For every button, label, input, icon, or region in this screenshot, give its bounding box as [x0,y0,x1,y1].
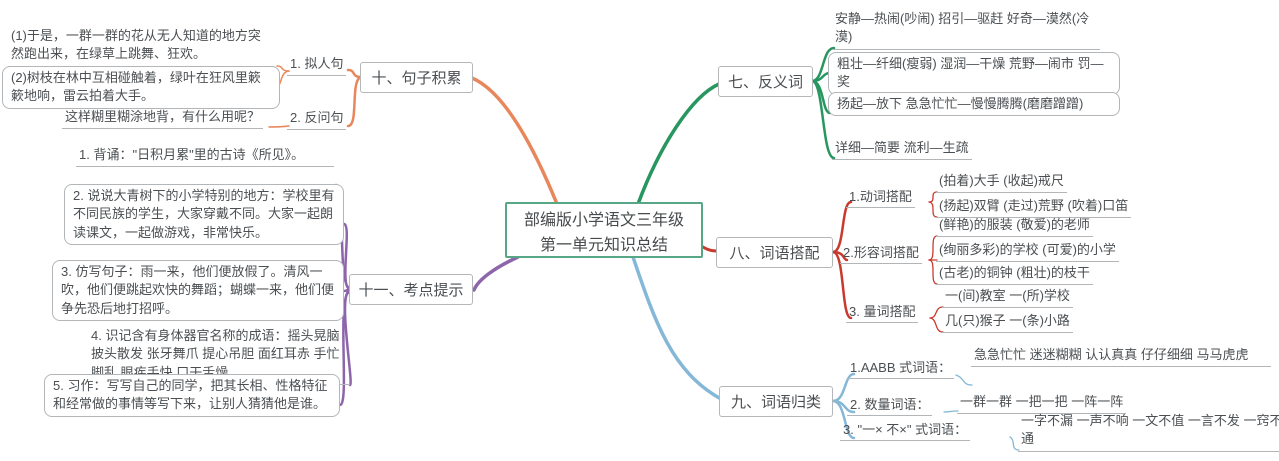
antonym-group-1[interactable]: 安静—热闹(吵闹) 招引—驱赶 好奇—漠然(冷漠) [832,10,1100,50]
exam-point-1[interactable]: 1. 背诵："日积月累"里的古诗《所见》。 [76,146,334,168]
collocation-measure-item-2[interactable]: 几(只)猴子 一(条)小路 [942,312,1073,334]
classification-yi-bu-value[interactable]: 一字不漏 一声不响 一文不值 一言不发 一窍不通 [1018,412,1279,452]
central-topic-line1: 部编版小学语文三年级 [523,212,684,229]
branch-exam-points-topic[interactable]: 十一、考点提示 [349,274,473,305]
classification-quantity-value[interactable]: 一群一群 一把一把 一阵一阵 [957,393,1127,415]
branch-classification-topic[interactable]: 九、词语归类 [719,386,833,417]
collocation-adjective-item-1[interactable]: (鲜艳)的服装 (敬爱)的老师 [936,216,1093,238]
exam-point-2[interactable]: 2. 说说大青树下的小学特别的地方：学校里有不同民族的学生，大家穿戴不同。大家一… [64,184,344,246]
connector-center-sentences [470,76,559,206]
exam-point-4[interactable]: 4. 识记含有身体器官名称的成语：摇头晃脑 披头散发 张牙舞爪 提心吊胆 面红耳… [88,327,350,386]
collocation-verb-label[interactable]: 1.动词搭配 [846,186,915,208]
central-topic[interactable]: 部编版小学语文三年级 第一单元知识总结 [505,202,703,258]
connector [943,410,959,413]
antonym-group-2[interactable]: 粗壮—纤细(瘦弱) 湿润—干燥 荒野—闹市 罚—奖 [828,52,1120,95]
classification-yi-bu-label[interactable]: 3. "一× 不×" 式词语： [840,419,971,441]
exam-point-5[interactable]: 5. 习作：写写自己的同学，把其长相、性格特征和经常做的事情等写下来，让别人猜猜… [44,374,340,417]
collocation-measure-item-1[interactable]: 一(间)教室 一(所)学校 [942,287,1073,309]
classification-quantity-label[interactable]: 2. 数量词语： [847,394,933,416]
collocation-adjective-label[interactable]: 2.形容词搭配 [840,242,922,264]
personification-example-1[interactable]: (1)于是，一群一群的花从无人知道的地方突然跑出来，在绿草上跳舞、狂欢。 [8,27,274,67]
connector [955,374,973,386]
connector-center-classification [631,255,723,401]
connector-center-antonyms [636,82,721,206]
branch-sentences-topic[interactable]: 十、句子积累 [360,62,473,93]
personification-example-2[interactable]: (2)树枝在林中互相碰触着，绿叶在狂风里簌簌地响，雷云拍着大手。 [2,66,280,109]
collocation-verb-item-2[interactable]: (扬起)双臂 (走过)荒野 (吹着)口笛 [936,197,1132,219]
classification-aabb-value[interactable]: 急急忙忙 迷迷糊糊 认认真真 仔仔细细 马马虎虎 [971,346,1271,368]
collocation-verb-item-1[interactable]: (拍着)大手 (收起)戒尺 [936,172,1067,194]
connector [268,125,290,128]
collocation-measure-label[interactable]: 3. 量词搭配 [846,301,919,323]
rhetorical-label[interactable]: 2. 反问句 [287,109,347,131]
classification-aabb-label[interactable]: 1.AABB 式词语： [847,357,955,379]
rhetorical-example[interactable]: 这样糊里糊涂地背，有什么用呢？ [62,108,264,130]
connector-center-exam-points [472,255,520,292]
antonym-group-3[interactable]: 扬起—放下 急急忙忙—慢慢腾腾(磨磨蹭蹭) [828,92,1120,117]
branch-collocation-topic[interactable]: 八、词语搭配 [716,237,833,268]
collocation-adjective-item-2[interactable]: (绚丽多彩)的学校 (可爱)的小学 [936,241,1119,263]
central-topic-line2: 第一单元知识总结 [539,236,668,254]
antonym-group-4[interactable]: 详细—简要 流利—生疏 [832,139,972,161]
exam-point-3[interactable]: 3. 仿写句子：雨一来，他们便放假了。清风一吹，他们便跳起欢快的舞蹈；蝴蝶一来，… [52,260,344,322]
personification-label[interactable]: 1. 拟人句 [287,55,347,77]
branch-antonyms-topic[interactable]: 七、反义词 [718,66,813,97]
collocation-adjective-item-3[interactable]: (古老)的铜钟 (粗壮)的枝干 [936,264,1093,286]
